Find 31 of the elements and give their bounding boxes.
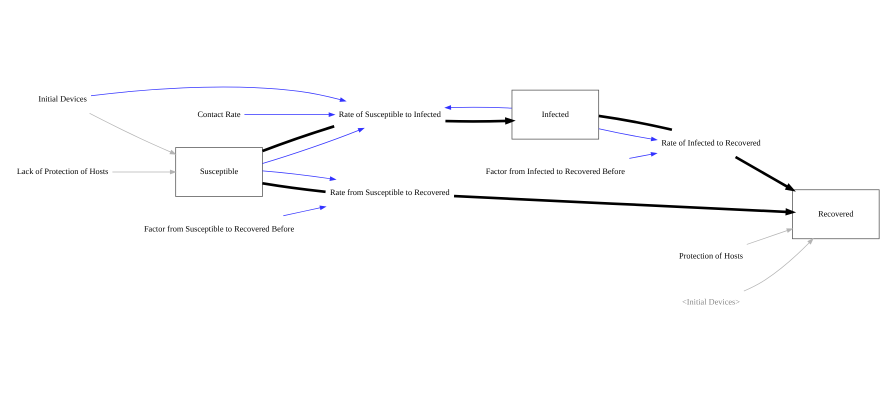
arrow (262, 127, 365, 164)
arrow (744, 238, 814, 291)
node-text: Protection of Hosts (679, 251, 744, 260)
node-text: Rate from Susceptible to Recovered (330, 188, 450, 197)
node-text: Rate of Susceptible to Infected (338, 109, 441, 118)
connector (598, 114, 672, 131)
arrow (90, 86, 347, 102)
node-box: Recovered (792, 188, 880, 239)
node-text: Contact Rate (198, 109, 241, 118)
arrow (262, 170, 337, 180)
arrow (598, 128, 658, 141)
arrow (445, 116, 516, 124)
connector (262, 181, 326, 193)
arrow (89, 112, 177, 154)
arrow (282, 205, 327, 216)
node-text: Initial Devices (38, 94, 87, 104)
arrow (444, 104, 512, 110)
node-text: Factor from Infected to Recovered Before (486, 166, 625, 176)
node-text: Rate of Infected to Recovered (661, 138, 761, 147)
node-text: <Initial Devices> (682, 297, 740, 306)
arrow (734, 155, 796, 192)
node-box: Infected (512, 89, 600, 140)
connector (262, 124, 335, 152)
arrow (746, 228, 794, 244)
arrow (454, 194, 796, 216)
arrow (628, 152, 658, 158)
node-box: Susceptible (175, 146, 263, 196)
arrow (244, 112, 336, 117)
arrow (112, 169, 177, 174)
node-text: Factor from Susceptible to Recovered Before (144, 224, 294, 233)
node-text: Lack of Protection of Hosts (16, 166, 108, 176)
